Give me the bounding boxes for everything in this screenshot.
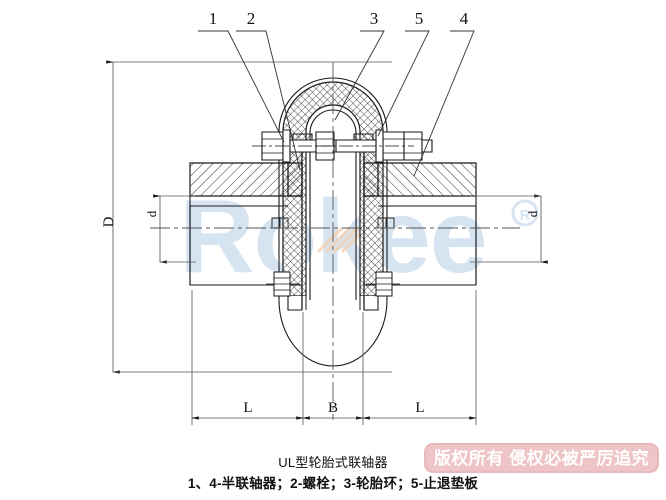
leader-line-4 bbox=[413, 30, 475, 177]
dimension-D bbox=[106, 60, 392, 374]
dimension-label-d-left: d bbox=[144, 210, 159, 217]
dimension-d-right bbox=[470, 194, 548, 264]
dimension-label-L-right: L bbox=[415, 400, 424, 416]
coupling-assembly bbox=[150, 62, 520, 420]
lower-bolt-left bbox=[266, 271, 300, 297]
drawing-title-caption: UL型轮胎式联轴器 bbox=[278, 455, 388, 470]
callout-number-2: 2 bbox=[247, 9, 256, 28]
bolt-assembly-right bbox=[316, 129, 433, 163]
leader-line-1 bbox=[198, 30, 285, 143]
watermark-rokee: Rokee R bbox=[179, 179, 539, 295]
drawing-legend-caption: 1、4-半联轴器；2-螺栓；3-轮胎环；5-止退垫板 bbox=[187, 476, 479, 491]
leader-line-2 bbox=[236, 30, 301, 171]
dimension-label-d-right: d bbox=[525, 210, 540, 217]
leader-line-3 bbox=[334, 30, 385, 121]
callout-numbers: 1 2 3 5 4 bbox=[209, 9, 469, 28]
svg-text:R: R bbox=[520, 207, 531, 224]
dimension-extension-lines bbox=[191, 290, 477, 425]
callout-number-5: 5 bbox=[415, 9, 424, 28]
dimension-label-D: D bbox=[101, 216, 117, 227]
tire-ring-element bbox=[278, 77, 388, 367]
dimension-labels: D d d L B L bbox=[101, 210, 540, 416]
callout-leader-lines bbox=[198, 30, 475, 177]
callout-number-3: 3 bbox=[370, 9, 379, 28]
dimension-layer bbox=[106, 60, 548, 425]
lower-bolt-right bbox=[366, 271, 400, 297]
dimension-label-L-left: L bbox=[243, 400, 252, 416]
dimension-label-B: B bbox=[328, 400, 338, 416]
dimension-d-left bbox=[153, 194, 196, 264]
left-half-coupling-hub bbox=[189, 147, 307, 311]
callout-number-4: 4 bbox=[460, 9, 469, 28]
leader-line-5 bbox=[377, 30, 430, 137]
copyright-notice-badge: 版权所有 侵权必被严厉追究 bbox=[424, 443, 659, 473]
callout-number-1: 1 bbox=[209, 9, 218, 28]
